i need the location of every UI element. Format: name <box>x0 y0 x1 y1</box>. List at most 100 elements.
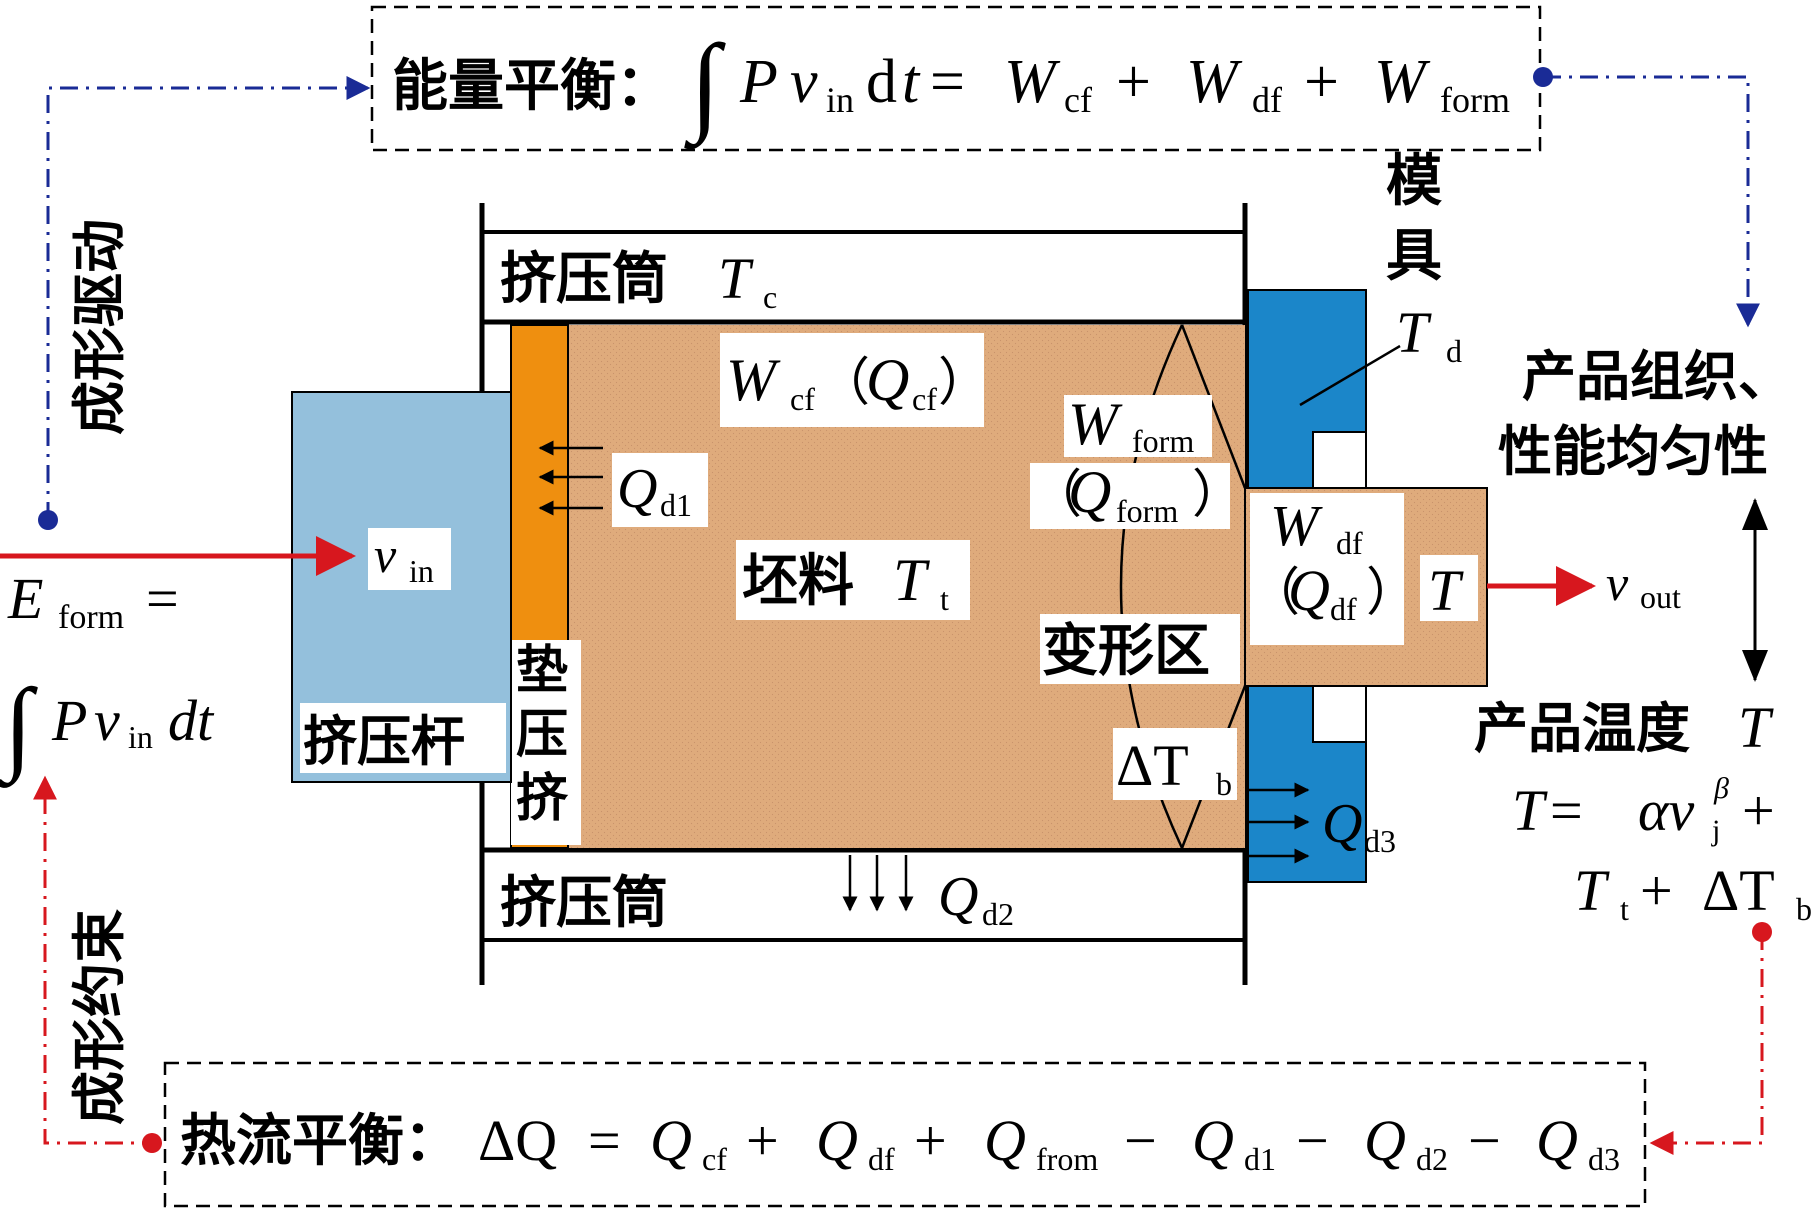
e-form-integral: ∫ <box>0 668 38 788</box>
q-form-lp: （ <box>1030 467 1082 524</box>
energy-W3: W <box>1374 48 1431 116</box>
energy-W1-sub: cf <box>1064 80 1092 120</box>
w-df-sub: df <box>1336 525 1363 561</box>
forming-drive-line <box>46 76 371 520</box>
temp-eq-T: T <box>1512 778 1548 843</box>
temp-eq-alpha-v: αv <box>1638 778 1694 843</box>
dummy-block-char-1: 垫 <box>516 641 568 701</box>
energy-balance-label: 能量平衡： <box>392 54 672 119</box>
e-form-v: v <box>94 688 120 753</box>
deformation-zone-label-bg <box>1040 614 1240 684</box>
energy-plus1: + <box>1116 48 1151 116</box>
die-lower-recess <box>1312 685 1367 743</box>
energy-d: d <box>866 48 897 116</box>
product-T-label-bg <box>1420 555 1478 621</box>
energy-output-dot <box>1533 67 1553 87</box>
v-in-label-bg <box>368 528 451 590</box>
heat-Q-d2-sub: d2 <box>1416 1141 1448 1177</box>
w-form-sub: form <box>1132 423 1194 459</box>
energy-v-sub: in <box>826 80 854 120</box>
q-df-lp: （ <box>1248 565 1300 622</box>
energy-t: t <box>902 48 921 116</box>
energy-to-uniformity-line <box>1543 75 1760 328</box>
delta-tb-delta: ΔT <box>1116 733 1189 798</box>
container-top-T-sub: c <box>763 279 777 315</box>
w-cf-Q-sub: cf <box>912 381 937 417</box>
q-d1-Q: Q <box>617 458 657 520</box>
product-temperature-label: 产品温度 <box>1474 697 1690 760</box>
q-form-label-bg <box>1030 463 1230 529</box>
heat-Q-df-sub: df <box>868 1141 895 1177</box>
forming-drive-dot <box>38 510 58 530</box>
q-d3-sub: d3 <box>1364 823 1396 859</box>
q-d3-Q: Q <box>1322 793 1362 855</box>
delta-tb-label-bg <box>1113 728 1237 800</box>
e-form-dt: dt <box>168 688 215 753</box>
w-cf-label-bg <box>720 333 984 427</box>
container-bottom-label: 挤压筒 <box>500 871 668 936</box>
uniformity-line-2: 性能均匀性 <box>1498 420 1768 483</box>
v-out-sub: out <box>1640 579 1681 615</box>
dummy-block-char-2: 压 <box>516 705 568 765</box>
e-form-equation: E form = ∫ P v in dt <box>0 566 215 788</box>
energy-P: P <box>739 48 778 116</box>
w-cf-rp: ） <box>938 355 990 412</box>
heat-balance-box <box>163 1061 1647 1208</box>
temp-eq-dT: ΔT <box>1702 858 1775 923</box>
heat-Q-d1-sub: d1 <box>1244 1141 1276 1177</box>
v-in-sub: in <box>409 553 434 589</box>
die-T-sub: d <box>1446 333 1462 369</box>
heat-minus2: − <box>1296 1108 1329 1173</box>
q-d1-sub: d1 <box>660 487 692 523</box>
energy-W1: W <box>1004 48 1061 116</box>
dummy-block-label-bg <box>511 640 581 845</box>
heat-Q-d1: Q <box>1192 1108 1234 1173</box>
heat-Q-cf: Q <box>650 1108 692 1173</box>
w-cf-W: W <box>726 347 781 413</box>
energy-W2: W <box>1186 48 1243 116</box>
heat-minus1: − <box>1124 1108 1157 1173</box>
delta-tb-sub: b <box>1216 766 1232 802</box>
q-form-Q: Q <box>1068 459 1111 525</box>
w-df-W: W <box>1270 493 1323 558</box>
heat-Q-d3: Q <box>1536 1108 1578 1173</box>
heat-Q-cf-sub: cf <box>702 1141 727 1177</box>
heat-Q-d2: Q <box>1364 1108 1406 1173</box>
container-top-label: 挤压筒 <box>500 247 668 312</box>
heat-eq: = <box>588 1108 621 1173</box>
product-temperature-T: T <box>1738 695 1774 760</box>
ram-label-bg <box>300 703 506 773</box>
temp-eq-Tt-sub: t <box>1620 891 1629 927</box>
temp-eq-plus1: + <box>1742 778 1775 843</box>
q-form-rp: ） <box>1192 467 1244 524</box>
billet-label-bg <box>736 540 970 620</box>
energy-W2-sub: df <box>1252 80 1282 120</box>
product-T: T <box>1428 558 1464 623</box>
heat-delta-Q: ΔQ <box>478 1108 557 1173</box>
heat-Q-from: Q <box>984 1108 1026 1173</box>
q-df-sub: df <box>1330 591 1357 627</box>
billet-label: 坯料 <box>742 549 854 614</box>
w-cf-sub: cf <box>790 381 815 417</box>
w-df-label-bg <box>1250 493 1404 645</box>
temp-eq-plus2: + <box>1640 858 1673 923</box>
temperature-output-dot <box>1752 922 1772 942</box>
v-in-v: v <box>374 527 397 583</box>
heat-plus1: + <box>746 1108 779 1173</box>
container-top-T: T <box>718 246 754 311</box>
forming-drive-label: 成形驱动 <box>68 219 131 435</box>
deformation-zone-label: 变形区 <box>1042 619 1210 684</box>
heat-Q-from-sub: from <box>1036 1141 1098 1177</box>
e-form-sub: form <box>58 599 124 636</box>
w-form-label-bg <box>1064 395 1212 457</box>
q-form-sub: form <box>1116 493 1178 529</box>
die-leader-line <box>1299 344 1401 407</box>
temperature-equation: T = αv β j + T t + ΔT b <box>1512 772 1812 927</box>
temp-eq-eq: = <box>1550 778 1583 843</box>
die-T: T <box>1396 300 1432 365</box>
forming-constraint-label: 成形约束 <box>68 909 131 1125</box>
energy-plus2: + <box>1304 48 1339 116</box>
q-d2-sub: d2 <box>982 896 1014 932</box>
forming-constraint-line <box>33 775 160 1145</box>
